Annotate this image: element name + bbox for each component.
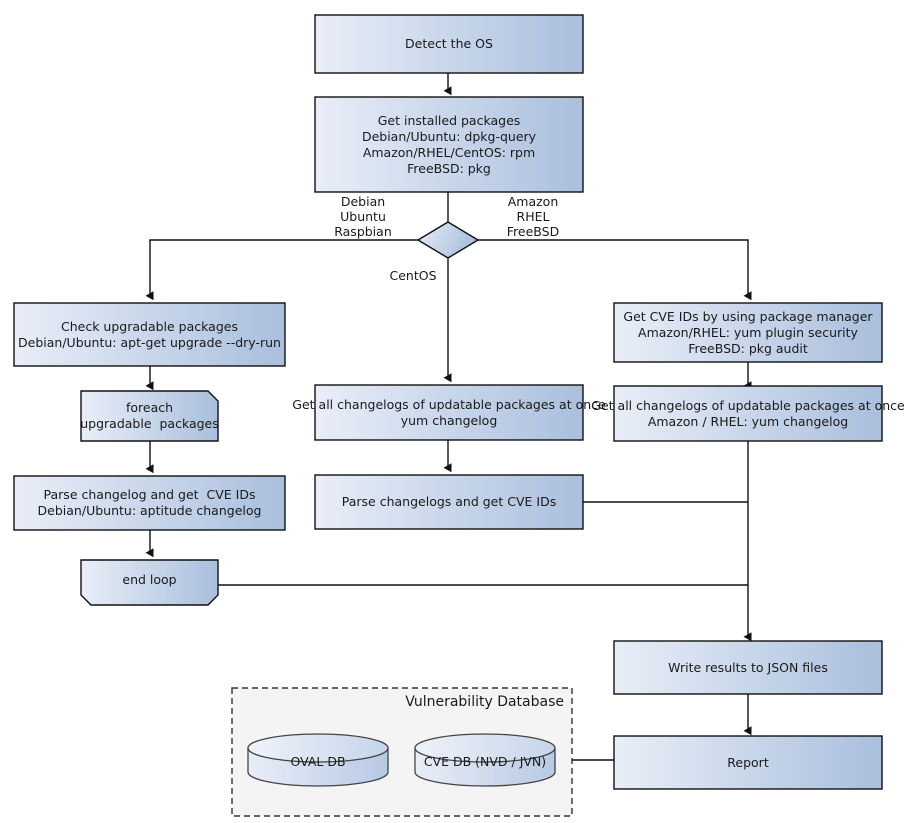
cve-db-cylinder (414, 733, 556, 787)
node-report (613, 735, 883, 790)
node-get-changelogs-amazon-rhel (613, 385, 883, 442)
node-write-results-json (613, 640, 883, 695)
edge-decision-right (478, 239, 752, 301)
node-get-cve-ids-package-manager (613, 302, 883, 363)
vulnerability-database-title: Vulnerability Database (405, 694, 564, 710)
node-parse-changelog-cve (13, 475, 286, 531)
node-get-installed-packages (314, 96, 584, 193)
edge-label-middle-branch: CentOS (389, 268, 437, 283)
node-detect-os (314, 14, 584, 74)
edge-decision-left (145, 239, 418, 301)
node-get-changelogs-centos (314, 384, 584, 441)
node-foreach-upgradable-packages (80, 390, 219, 442)
oval-db-cylinder (247, 733, 389, 787)
node-check-upgradable-packages (13, 302, 286, 367)
node-end-loop (80, 559, 219, 606)
node-parse-changelogs-cve (314, 474, 584, 530)
node-os-decision (416, 221, 480, 259)
